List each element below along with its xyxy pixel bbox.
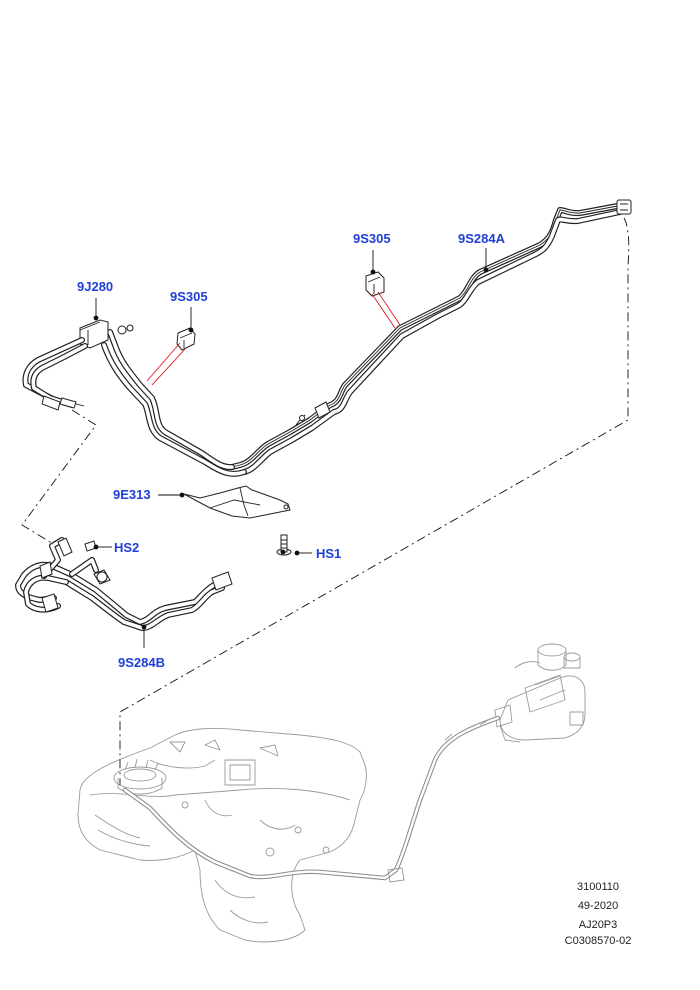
part-labels: 9J280 9S305 9S305 9S284A 9E313 HS2 HS1 9… [77, 231, 506, 670]
inline-connector [314, 401, 331, 419]
clip-9S305-right-part[interactable] [365, 271, 385, 297]
label-9E313[interactable]: 9E313 [113, 487, 151, 502]
clip-leaders-red [146, 291, 401, 386]
bracket-9E313[interactable] [183, 485, 291, 519]
label-9S305-left[interactable]: 9S305 [170, 289, 208, 304]
reference-line-1: 3100110 [577, 881, 619, 893]
fuel-tank-ghost [77, 727, 367, 943]
reference-block: 3100110 49-2020 AJ20P3 C0308570-02 [565, 881, 632, 947]
label-9J280[interactable]: 9J280 [77, 279, 113, 294]
label-9S305-right[interactable]: 9S305 [353, 231, 391, 246]
clip-9S305-left-part[interactable] [176, 327, 196, 351]
evap-canister-ghost [494, 643, 586, 743]
fuel-line-left[interactable] [22, 319, 247, 477]
reference-line-3: AJ20P3 [579, 919, 618, 931]
reference-line-2: 49-2020 [578, 900, 618, 912]
connection-lines [21, 217, 630, 785]
label-leaders [93, 248, 489, 648]
reference-line-4: C0308570-02 [565, 935, 632, 947]
label-HS2[interactable]: HS2 [114, 540, 139, 555]
fuel-line-9S284A[interactable] [229, 199, 632, 475]
fuel-line-9S284B[interactable] [15, 537, 233, 631]
label-9S284A[interactable]: 9S284A [458, 231, 506, 246]
label-9S284B[interactable]: 9S284B [118, 655, 165, 670]
vapour-pipe-ghost [122, 715, 501, 883]
pipe-end-connector [616, 199, 632, 215]
label-HS1[interactable]: HS1 [316, 546, 341, 561]
